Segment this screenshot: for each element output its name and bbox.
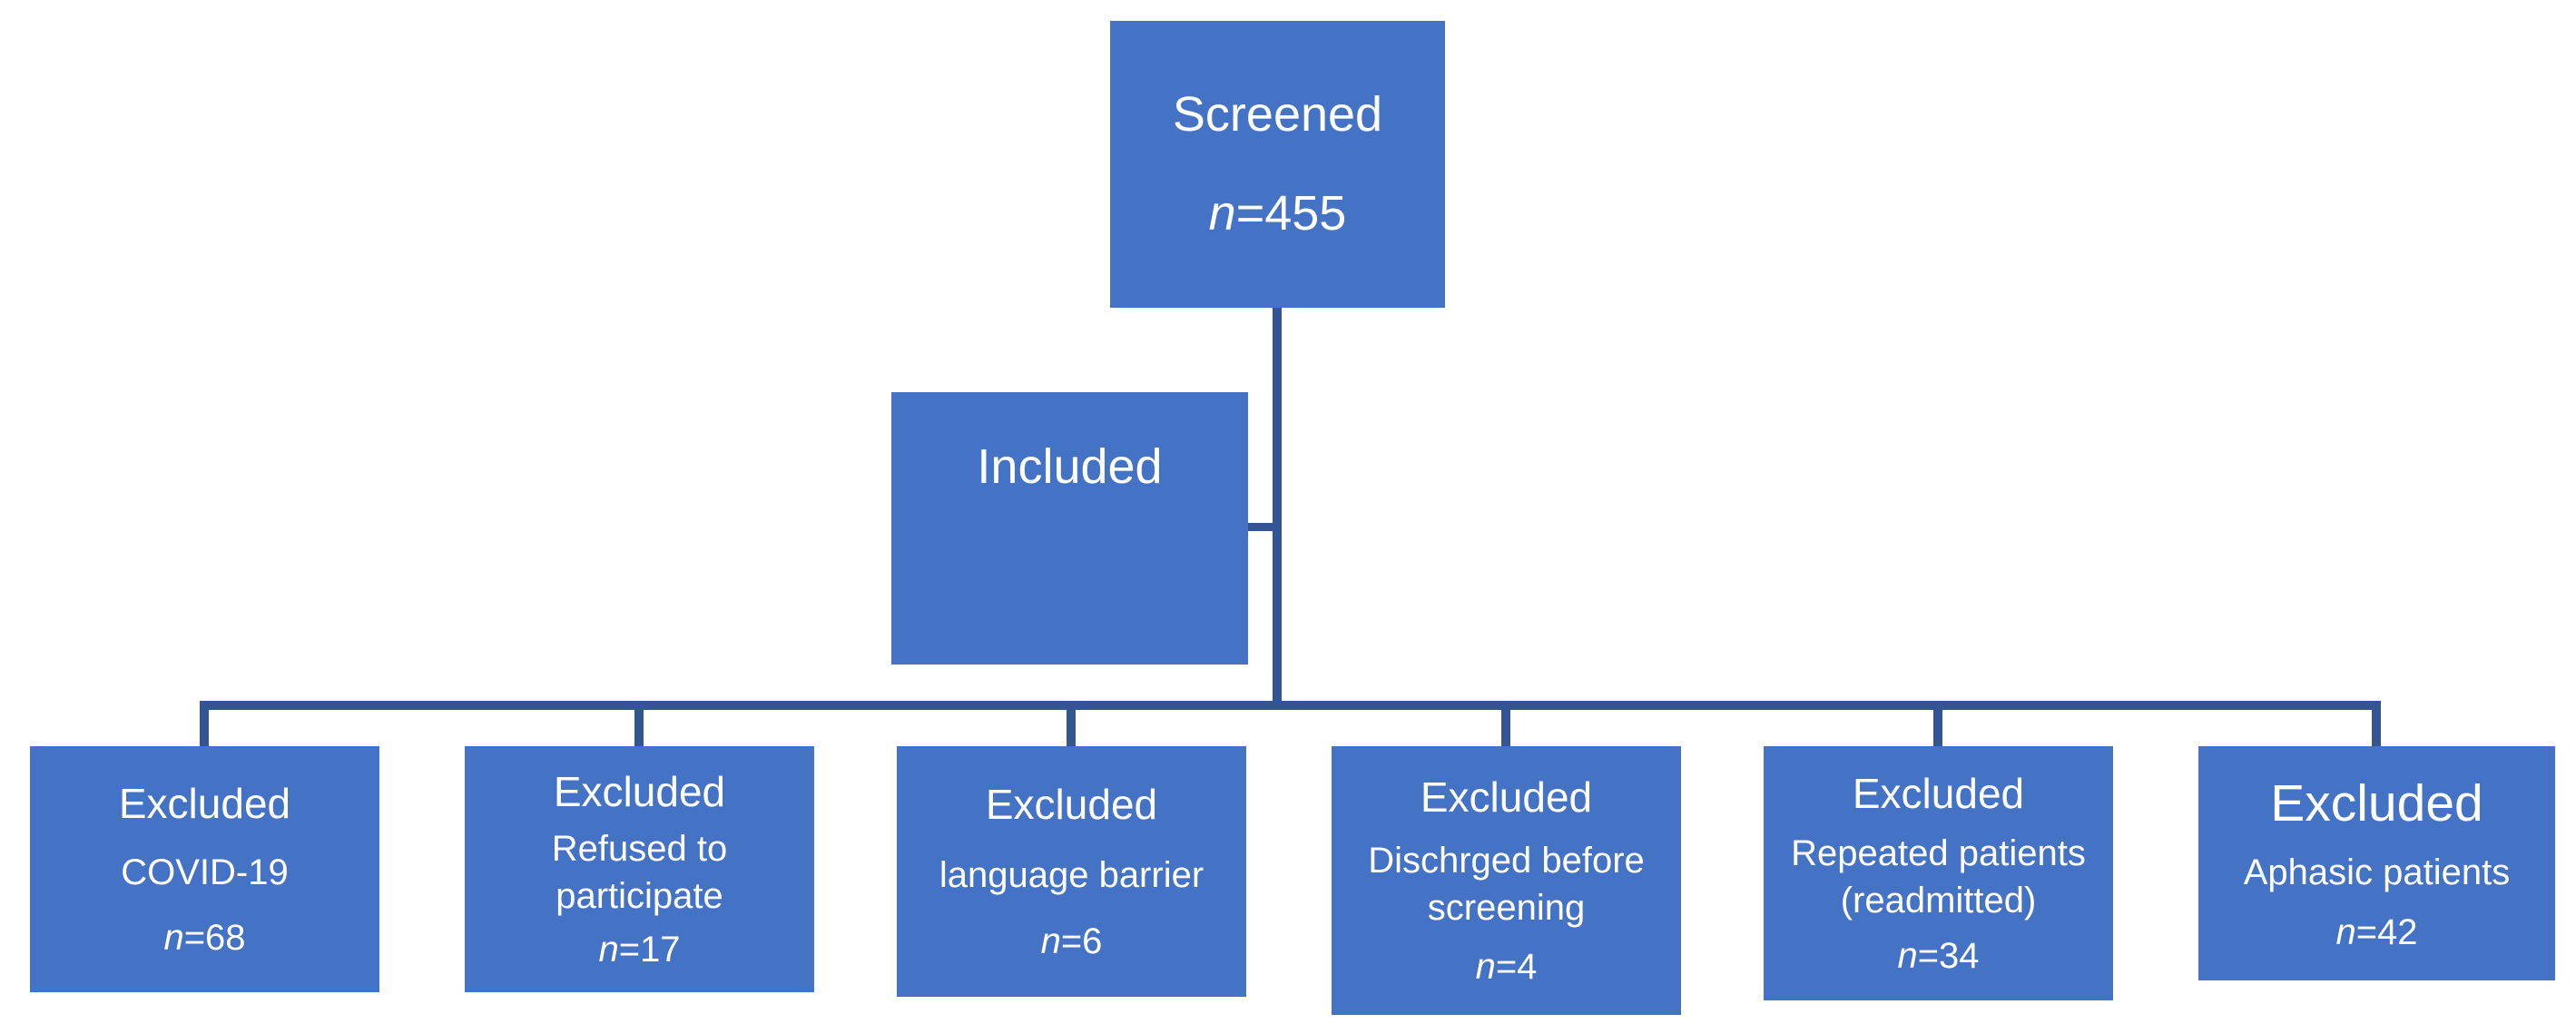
screened-box: Screened n=455	[1110, 21, 1445, 308]
count-value: =68	[183, 918, 246, 959]
count-value: =4	[1495, 946, 1538, 987]
excluded-box-language: Excluded language barrier n=6	[897, 746, 1246, 997]
excluded-box-refused: Excluded Refused to participate n=17	[465, 746, 814, 992]
count-value: =42	[2355, 911, 2418, 952]
connector-included-stub	[1248, 523, 1273, 531]
n-symbol: n	[598, 930, 619, 970]
excluded-title: Excluded	[553, 767, 726, 815]
excluded-box-aphasic: Excluded Aphasic patients n=42	[2198, 746, 2555, 980]
excluded-box-discharged: Excluded Dischrged before screening n=4	[1332, 746, 1681, 1015]
n-symbol: n	[1208, 186, 1236, 241]
excluded-title: Excluded	[2270, 774, 2483, 833]
count-value: =6	[1060, 921, 1103, 961]
excluded-reason: Aphasic patients	[2243, 852, 2511, 893]
count-value: =455	[1235, 186, 1347, 241]
excluded-count: n=17	[598, 928, 680, 971]
count-value: =17	[618, 930, 681, 970]
excluded-count: n=68	[163, 916, 245, 960]
count-value: =34	[1917, 935, 1980, 976]
included-title: Included	[977, 439, 1163, 494]
excluded-reason: Refused to participate	[551, 829, 728, 917]
included-box: Included	[891, 392, 1248, 665]
n-symbol: n	[1040, 921, 1061, 961]
screened-count: n=455	[1209, 184, 1347, 243]
n-symbol: n	[2335, 911, 2356, 952]
connector-drop-3	[1067, 710, 1076, 746]
n-symbol: n	[1897, 935, 1918, 976]
connector-drop-4	[1501, 710, 1510, 746]
n-symbol: n	[163, 918, 184, 959]
excluded-reason: Dischrged before screening	[1368, 840, 1645, 928]
excluded-reason: language barrier	[939, 854, 1204, 895]
excluded-title: Excluded	[985, 781, 1158, 829]
connector-drop-6	[2372, 710, 2381, 746]
excluded-count: n=6	[1041, 920, 1103, 963]
excluded-box-repeated: Excluded Repeated patients (readmitted) …	[1764, 746, 2113, 1000]
connector-horizontal-bar	[200, 701, 2381, 710]
connector-drop-5	[1933, 710, 1942, 746]
excluded-title: Excluded	[1852, 770, 2025, 818]
excluded-title: Excluded	[1420, 773, 1593, 822]
excluded-count: n=4	[1476, 945, 1538, 989]
connector-drop-2	[634, 710, 644, 746]
screened-title: Screened	[1172, 86, 1383, 142]
excluded-reason: COVID-19	[121, 852, 289, 893]
n-symbol: n	[1475, 946, 1496, 987]
excluded-box-covid: Excluded COVID-19 n=68	[30, 746, 379, 992]
excluded-count: n=42	[2335, 911, 2417, 954]
excluded-title: Excluded	[118, 779, 291, 827]
connector-drop-1	[200, 710, 209, 746]
excluded-count: n=34	[1897, 934, 1979, 978]
connector-screened-vertical	[1273, 308, 1282, 710]
excluded-reason: Repeated patients (readmitted)	[1791, 832, 2086, 921]
